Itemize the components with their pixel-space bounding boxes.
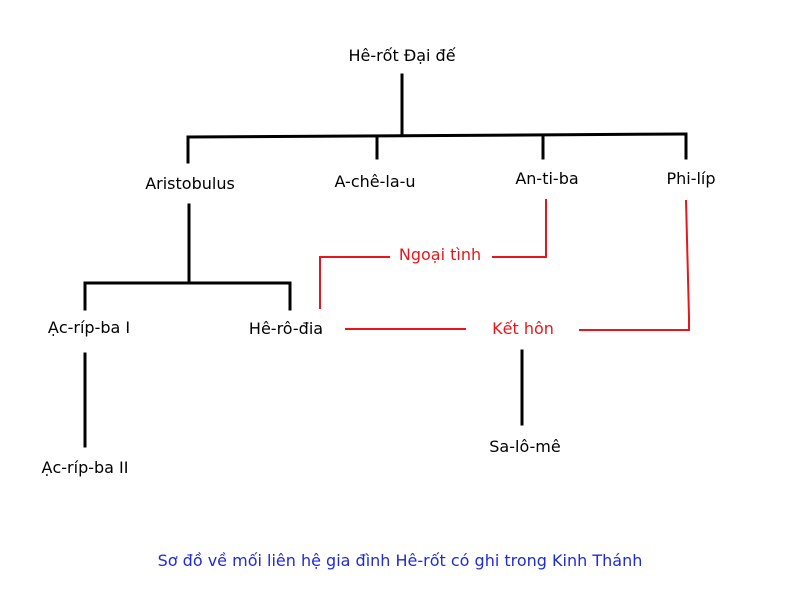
node-agrippa-2: Ạc-ríp-ba II xyxy=(41,458,129,477)
node-herodias: Hê-rô-đia xyxy=(248,319,324,338)
marriage-line-right xyxy=(579,199,690,331)
diagram-caption: Sơ đồ về mối liên hệ gia đình Hê-rốt có … xyxy=(157,551,643,570)
tree-line-sons-bar xyxy=(186,132,688,139)
relation-label-marriage: Kết hôn xyxy=(492,319,554,338)
node-philip: Phi-líp xyxy=(666,169,716,188)
node-antipas: An-ti-ba xyxy=(515,169,579,188)
node-herod-the-great: Hê-rốt Đại đế xyxy=(348,46,456,65)
relation-label-adultery: Ngoại tình xyxy=(398,245,482,264)
node-agrippa-1: Ạc-ríp-ba I xyxy=(47,318,131,337)
node-archelaus: A-chê-la-u xyxy=(334,172,416,191)
node-salome: Sa-lô-mê xyxy=(489,437,561,456)
adultery-line-left xyxy=(319,256,390,309)
tree-lines xyxy=(83,73,688,448)
node-aristobulus: Aristobulus xyxy=(145,174,235,193)
relation-lines xyxy=(319,199,690,331)
adultery-line-right xyxy=(492,199,547,258)
